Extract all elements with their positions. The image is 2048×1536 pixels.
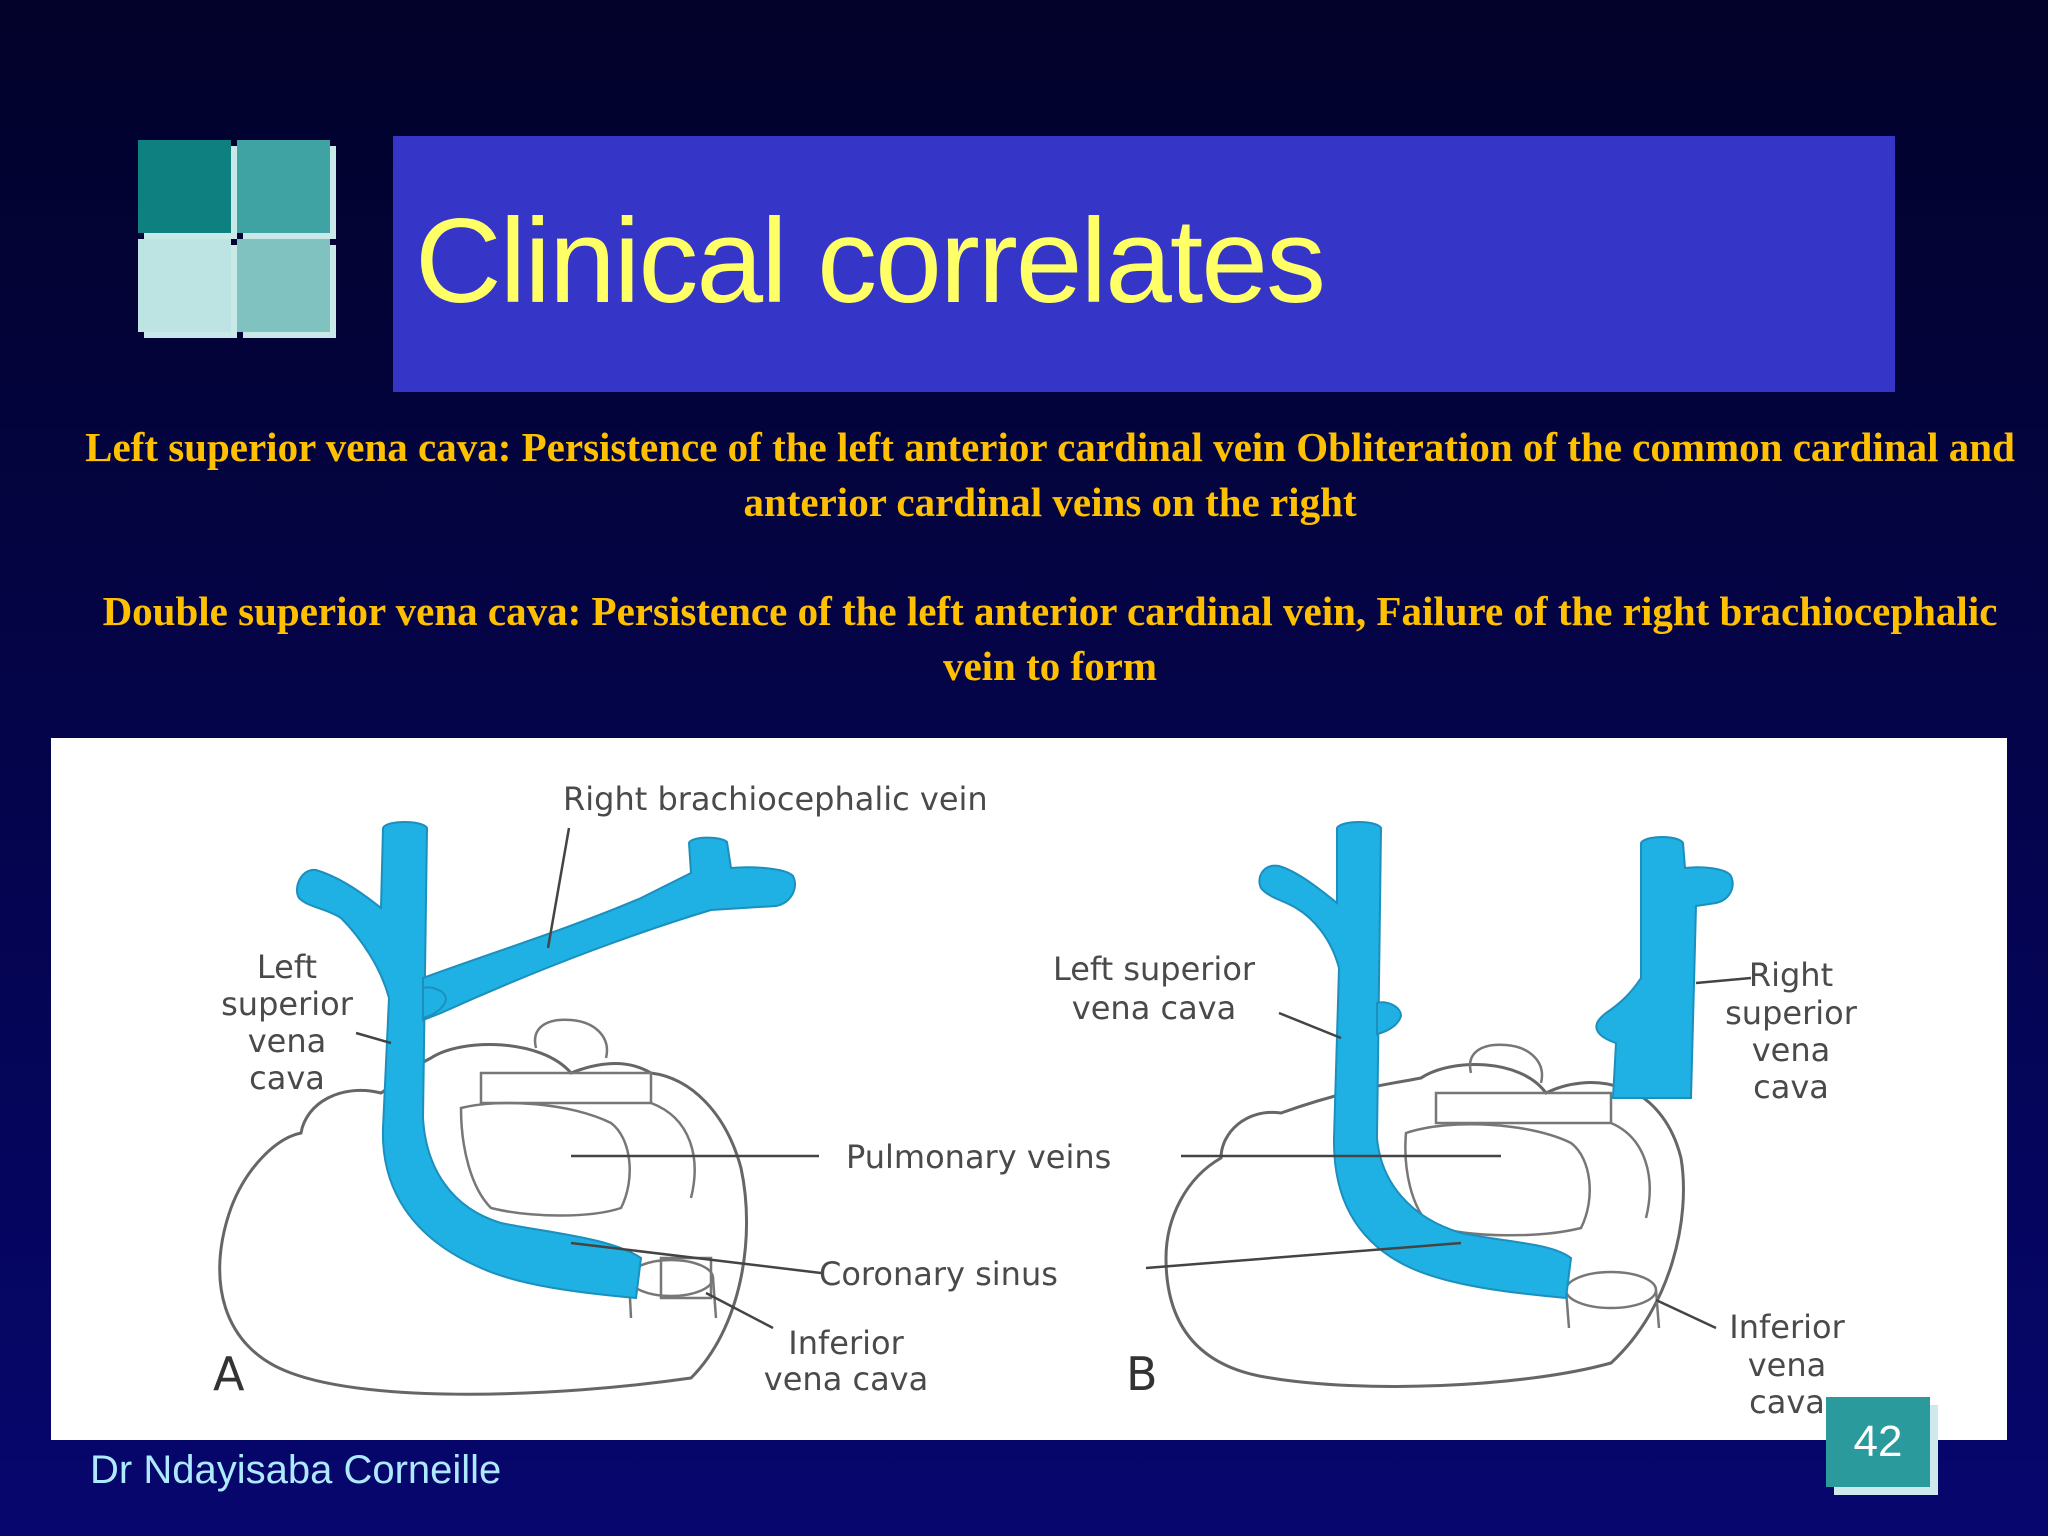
- panel-a: Right brachiocephalic vein Left superior…: [213, 780, 1111, 1401]
- right-brachiocephalic-vein-a: [422, 836, 796, 1022]
- label-right-svc-3: vena: [1752, 1031, 1831, 1069]
- logo-square-2: [237, 140, 330, 233]
- label-coronary-sinus: Coronary sinus: [819, 1255, 1058, 1293]
- paragraph-double-svc: Double superior vena cava: Persistence o…: [102, 588, 1998, 689]
- logo-square-4: [237, 239, 330, 332]
- logo-square-1: [138, 140, 231, 233]
- label-right-svc-1: Right: [1749, 956, 1833, 994]
- left-svc-vein-a: [296, 821, 643, 1300]
- left-svc-vein-b: [1258, 821, 1573, 1300]
- label-right-svc-2: superior: [1725, 994, 1858, 1032]
- logo-squares: [138, 140, 348, 350]
- label-ivc-b-1: Inferior: [1729, 1308, 1845, 1346]
- label-left-svc-b-1: Left superior: [1053, 950, 1256, 988]
- label-left-svc-a-2: superior: [221, 985, 354, 1023]
- right-svc-vein-b: [1595, 836, 1734, 1099]
- label-right-svc-4: cava: [1753, 1068, 1829, 1106]
- page-number-badge: 42: [1826, 1397, 1930, 1487]
- author-name: Dr Ndayisaba Corneille: [90, 1448, 502, 1492]
- label-ivc-b-3: cava: [1749, 1383, 1825, 1421]
- label-ivc-a-1: Inferior: [788, 1324, 904, 1362]
- svc-anomaly-figure: Right brachiocephalic vein Left superior…: [51, 738, 2007, 1440]
- panel-b-letter: B: [1126, 1347, 1158, 1401]
- label-pulmonary-veins: Pulmonary veins: [846, 1138, 1111, 1176]
- panel-b: Left superior vena cava Right superior v…: [1053, 821, 1858, 1421]
- title-bar: Clinical correlates: [393, 136, 1895, 392]
- label-left-svc-a-3: vena: [248, 1022, 327, 1060]
- label-left-svc-a-1: Left: [257, 948, 317, 986]
- label-ivc-b-2: vena: [1748, 1346, 1827, 1384]
- panel-a-letter: A: [213, 1347, 245, 1401]
- label-ivc-a-2: vena cava: [764, 1360, 928, 1398]
- paragraph-left-svc: Left superior vena cava: Persistence of …: [85, 424, 2015, 525]
- logo-square-3: [138, 239, 231, 332]
- label-left-svc-a-4: cava: [249, 1059, 325, 1097]
- label-right-brachiocephalic-vein: Right brachiocephalic vein: [563, 780, 988, 818]
- slide-title: Clinical correlates: [415, 194, 1326, 328]
- label-left-svc-b-2: vena cava: [1072, 989, 1236, 1027]
